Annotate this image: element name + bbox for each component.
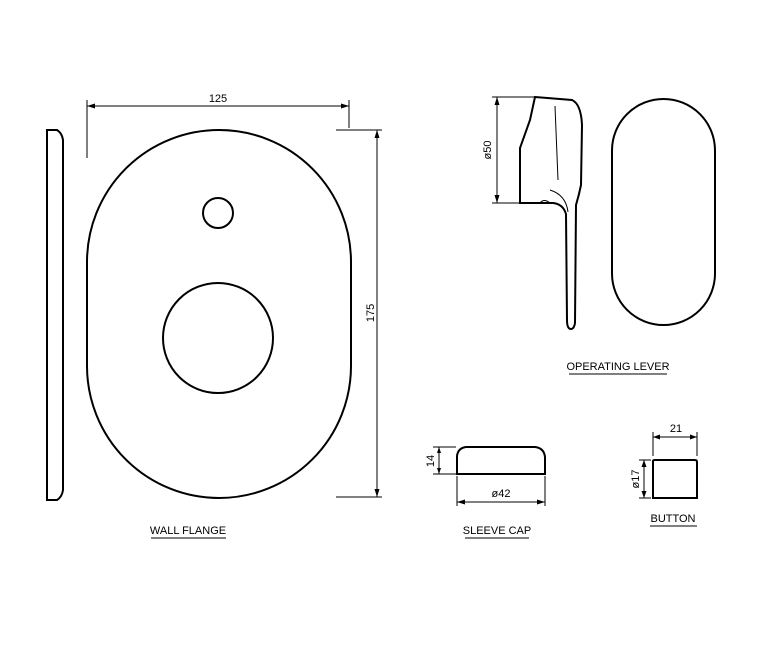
button-width-label: 21	[670, 423, 682, 435]
cap-diameter-label: ø42	[492, 488, 511, 500]
button-caption: BUTTON	[650, 513, 697, 527]
cap-diameter-dimension: ø42	[456, 476, 546, 506]
operating-lever-caption: OPERATING LEVER	[566, 361, 670, 375]
operating-lever-front	[611, 98, 716, 326]
button-diameter-label: ø17	[630, 470, 642, 489]
flange-height-dimension: 175	[336, 129, 382, 498]
button-part	[652, 459, 698, 499]
lever-diameter-dimension: ø50	[482, 96, 534, 204]
button-diameter-dimension: ø17	[630, 459, 651, 499]
wall-flange-side-profile	[46, 129, 64, 501]
operating-lever-label: OPERATING LEVER	[566, 361, 669, 373]
cap-height-dimension: 14	[425, 446, 456, 475]
lever-front-stadium	[611, 98, 716, 326]
flange-height-label: 175	[365, 304, 377, 322]
wall-flange-caption: WALL FLANGE	[150, 525, 226, 539]
flange-width-label: 125	[209, 93, 227, 105]
button-width-dimension: 21	[652, 423, 698, 456]
sleeve-cap	[456, 446, 546, 475]
flange-width-dimension: 125	[86, 93, 350, 158]
sleeve-cap-caption: SLEEVE CAP	[463, 525, 531, 539]
lever-diameter-label: ø50	[482, 141, 494, 160]
sleeve-cap-label: SLEEVE CAP	[463, 525, 531, 537]
operating-lever-side	[519, 95, 584, 331]
central-opening	[162, 282, 274, 394]
button-label: BUTTON	[650, 513, 695, 525]
lever-hole	[202, 197, 234, 229]
wall-flange-front	[86, 129, 352, 499]
wall-flange-label: WALL FLANGE	[150, 525, 226, 537]
cap-height-label: 14	[425, 455, 437, 467]
